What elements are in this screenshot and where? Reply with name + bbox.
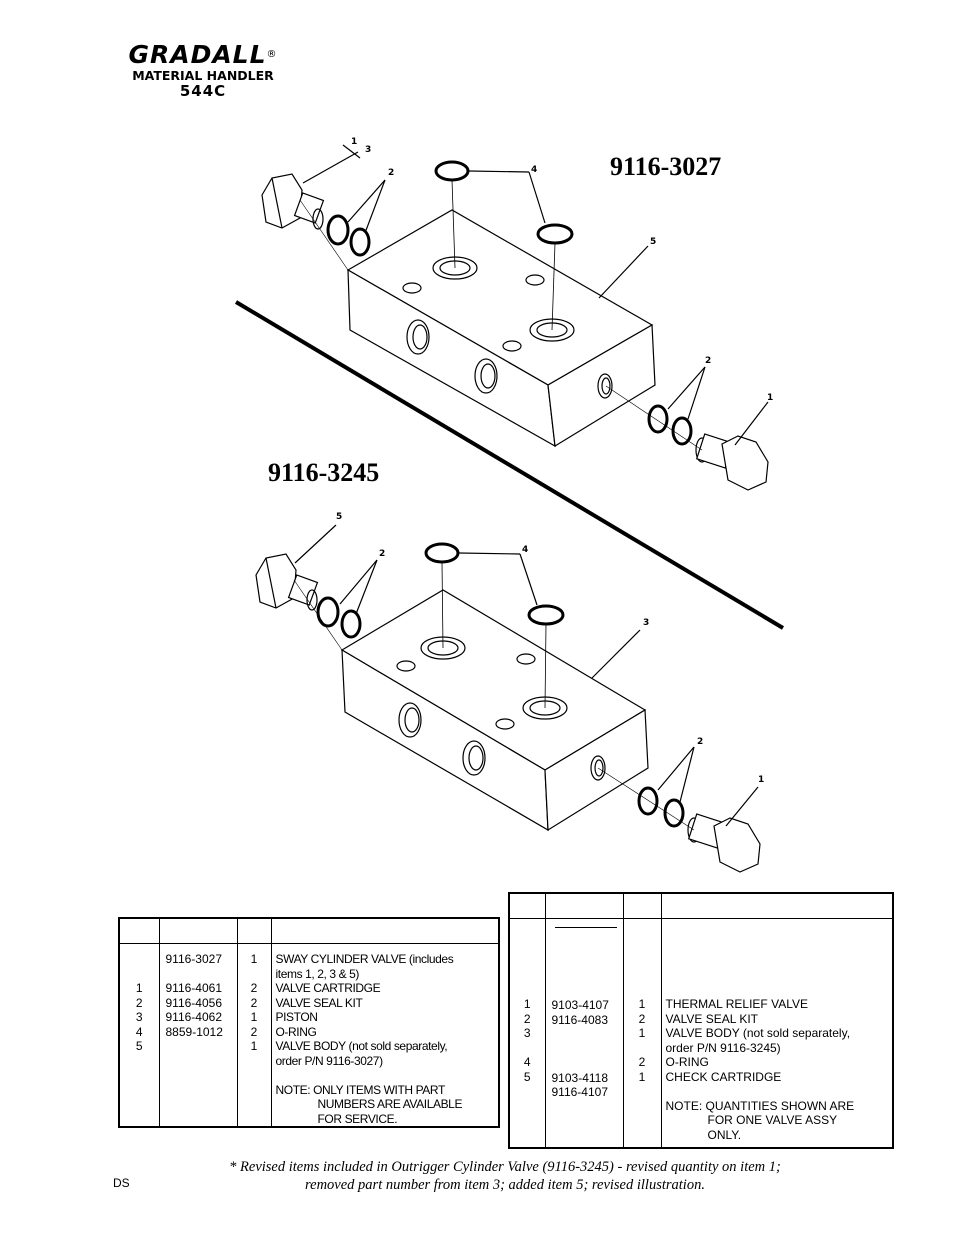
table-cell-qty: 1 (638, 1069, 646, 1084)
callout-2-bottom: 2 (379, 549, 385, 559)
parts-table-outrigger-valve: 1 2 3 4 5 9103-4107 9116-4083 9103-4118 … (508, 892, 894, 1149)
table-note: NUMBERS ARE AVAILABLE (317, 1097, 463, 1111)
table-cell-desc: VALVE BODY (not sold separately, (665, 1026, 851, 1040)
footnote-line: removed part number from item 3; added i… (305, 1177, 705, 1193)
header-underline (554, 927, 617, 998)
footer-code: DS (113, 1176, 130, 1190)
callout-4-bottom: 4 (522, 545, 528, 555)
parts-table-sway-cylinder-valve: 1 2 3 4 5 9116-3027 9116-4061 9116-4056 … (118, 917, 500, 1128)
subtitle: MATERIAL HANDLER (132, 68, 274, 83)
table-cell-qty: 2 (638, 1055, 646, 1069)
callout-5-bottom: 5 (336, 512, 342, 522)
callout-1-top: 1 (351, 137, 357, 147)
table-cell-item: 2 (523, 1011, 531, 1026)
bottom-left-plug (255, 553, 319, 611)
bottom-valve-block (340, 589, 649, 832)
model-number: 544C (179, 82, 227, 100)
table-cell-qty: 1 (638, 997, 646, 1011)
top-right-plug (695, 433, 769, 491)
table-cell-desc: O-RING (665, 1055, 709, 1069)
table-cell-desc: order P/N 9116-3245) (665, 1040, 781, 1055)
table-note: NOTE: QUANTITIES SHOWN ARE (665, 1098, 855, 1113)
table-cell-part: 8859-1012 (165, 1024, 223, 1039)
top-assembly-part-number: 9116-3027 (610, 152, 722, 181)
bottom-assembly-part-number: 9116-3245 (268, 458, 380, 487)
table-cell-qty: 2 (250, 995, 258, 1010)
callout-4-top: 4 (531, 165, 537, 175)
table-cell-qty: 2 (250, 981, 258, 995)
table-note: ONLY. (707, 1127, 742, 1142)
table-cell-item: 1 (523, 997, 531, 1011)
callout-5-top: 5 (650, 237, 656, 247)
table-cell-desc: VALVE SEAL KIT (665, 1011, 758, 1026)
footnote-line: * Revised items included in Outrigger Cy… (229, 1159, 781, 1175)
table-cell-desc: VALVE BODY (not sold separately, (275, 1039, 448, 1053)
callout-2-bottom-right: 2 (697, 737, 703, 747)
callout-3-bottom: 3 (643, 618, 649, 628)
gradall-logo: GRADALL® MATERIAL HANDLER 544C (108, 42, 298, 100)
table-cell-item: 4 (135, 1024, 143, 1039)
table-cell-item: 5 (135, 1039, 143, 1053)
table-cell-qty: 2 (638, 1011, 646, 1026)
table-cell-item: 5 (523, 1069, 531, 1084)
bottom-right-plug (687, 813, 761, 873)
table-cell-item: 3 (135, 1010, 143, 1024)
table-cell-part: 9103-4118 (551, 1070, 609, 1085)
table-cell-desc: items 1, 2, 3 & 5) (275, 966, 360, 981)
table-cell-item: 3 (523, 1026, 531, 1040)
table-cell-part: 9116-4062 (165, 1010, 223, 1024)
table-cell-desc: O-RING (275, 1024, 317, 1039)
brand-name: GRADALL® (128, 40, 278, 69)
exploded-valve-illustration: 1 3 2 4 5 2 1 5 2 4 3 2 1 (234, 137, 785, 873)
table-cell-desc: SWAY CYLINDER VALVE (includes (275, 952, 454, 966)
table-cell-qty: 1 (250, 1039, 258, 1053)
table-note: FOR ONE VALVE ASSY (707, 1113, 838, 1127)
table-cell-qty: 1 (638, 1026, 646, 1040)
table-cell-desc: CHECK CARTRIDGE (665, 1069, 782, 1084)
table-cell-part: 9116-3027 (165, 952, 223, 966)
table-cell-part: 9103-4107 (551, 998, 609, 1012)
table-cell-part: 9116-4056 (165, 995, 223, 1010)
callout-2-top: 2 (388, 168, 394, 178)
table-cell-part: 9116-4083 (551, 1012, 609, 1027)
table-cell-desc: PISTON (275, 1010, 318, 1024)
table-cell-qty: 1 (250, 952, 258, 966)
table-cell-desc: VALVE SEAL KIT (275, 995, 363, 1010)
callout-2-top-right: 2 (705, 356, 711, 366)
table-cell-item: 1 (135, 981, 143, 995)
callout-1-top-right: 1 (767, 393, 773, 403)
table-cell-item: 2 (135, 995, 143, 1010)
top-valve-block (346, 209, 656, 448)
table-note: FOR SERVICE. (317, 1111, 398, 1126)
table-cell-qty: 2 (250, 1024, 258, 1039)
table-cell-desc: THERMAL RELIEF VALVE (665, 997, 808, 1011)
callout-3-top: 3 (365, 145, 371, 155)
table-cell-desc: VALVE CARTRIDGE (275, 981, 381, 995)
table-cell-desc: order P/N 9116-3027) (275, 1053, 384, 1068)
table-cell-qty: 1 (250, 1010, 258, 1024)
callout-1-bottom-right: 1 (758, 775, 764, 785)
table-note: NOTE: ONLY ITEMS WITH PART (275, 1082, 446, 1097)
table-cell-part: 9116-4107 (551, 1085, 609, 1099)
revision-footnote: * Revised items included in Outrigger Cy… (190, 1158, 820, 1194)
table-cell-item: 4 (523, 1055, 531, 1069)
table-cell-part: 9116-4061 (165, 981, 223, 995)
